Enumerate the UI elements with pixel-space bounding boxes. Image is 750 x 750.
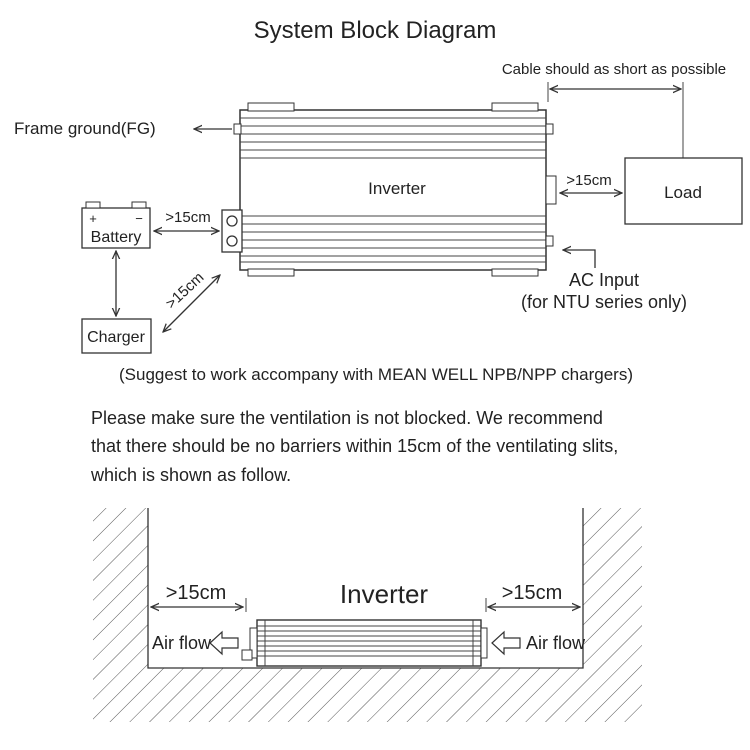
- battery-distance-label: >15cm: [165, 209, 210, 226]
- load-box: [624, 157, 743, 225]
- ventilation-paragraph-line-3: which is shown as follow.: [90, 465, 291, 485]
- battery-plus-sign: +: [89, 211, 97, 226]
- charger-box: [81, 318, 152, 354]
- load-distance-label: >15cm: [566, 172, 611, 189]
- ac-input-arrow: [563, 250, 596, 268]
- right-airflow-label: Air flow: [526, 633, 586, 653]
- load-label: Load: [664, 183, 702, 202]
- battery-box: [81, 201, 151, 249]
- page-title: System Block Diagram: [254, 17, 497, 44]
- charger-label: Charger: [87, 329, 145, 346]
- left-airflow-arrow-icon: [209, 630, 239, 656]
- right-airflow-arrow-icon: [491, 630, 521, 656]
- battery-label: Battery: [91, 229, 142, 246]
- ac-input-label: AC Input: [569, 270, 639, 290]
- ventilation-paragraph-line-1: Please make sure the ventilation is not …: [91, 408, 603, 428]
- battery-minus-sign: −: [135, 211, 143, 226]
- cable-note: Cable should as short as possible: [502, 61, 726, 78]
- inverter-side-view: [241, 619, 488, 667]
- right-distance-label: >15cm: [502, 582, 563, 604]
- ventilation-paragraph-line-2: that there should be no barriers within …: [91, 436, 618, 456]
- left-airflow-label: Air flow: [152, 633, 212, 653]
- inverter-label: Inverter: [368, 179, 426, 198]
- charger-distance-arrow: [163, 275, 220, 332]
- charger-distance-label: >15cm: [163, 269, 208, 312]
- left-distance-label: >15cm: [166, 582, 227, 604]
- suggest-note: (Suggest to work accompany with MEAN WEL…: [119, 365, 633, 384]
- ac-input-note: (for NTU series only): [521, 292, 687, 312]
- wall-enclosure: [93, 508, 642, 722]
- frame-ground-label: Frame ground(FG): [14, 119, 156, 138]
- bottom-inverter-label: Inverter: [340, 579, 428, 609]
- inverter-top-view: [221, 102, 557, 277]
